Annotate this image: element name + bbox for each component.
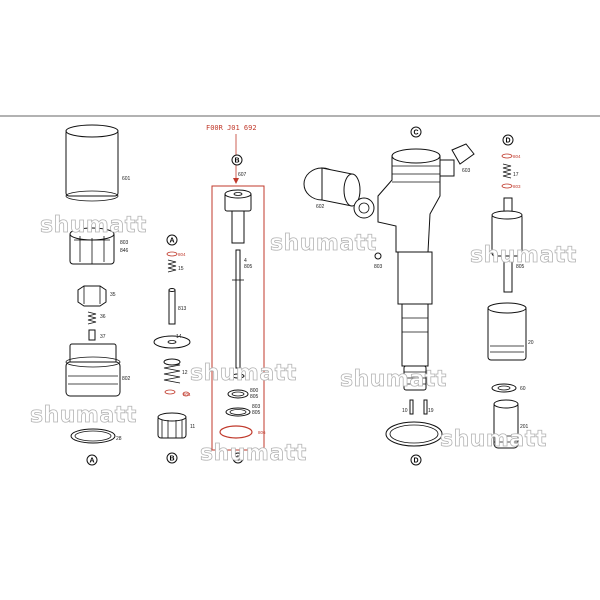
label-a-11: 11 <box>190 424 195 430</box>
marker-d-top: D <box>506 138 511 145</box>
label-846: 846 <box>120 248 129 254</box>
highlight-box <box>211 185 265 451</box>
label-19: 19 <box>428 408 434 414</box>
injector-body: C 603 602 803 10 19 <box>303 126 475 466</box>
marker-a-bottom: A <box>90 458 95 465</box>
label-d-805: 805 <box>516 264 525 270</box>
marker-b-bottom: B <box>170 456 175 463</box>
watermark-4: shumatt <box>190 361 297 386</box>
marker-b-top: B <box>235 158 240 165</box>
label-607: 607 <box>238 172 247 178</box>
label-806: 806 <box>258 430 266 435</box>
label-601: 601 <box>122 176 131 182</box>
watermark-6: shumatt <box>30 403 137 428</box>
label-805b: 805 <box>250 394 259 400</box>
label-4: 4 <box>244 258 247 264</box>
label-36: 36 <box>100 314 106 320</box>
label-803: 803 <box>120 240 129 246</box>
watermark-7: shumatt <box>440 427 547 452</box>
nozzle-assembly: D 804 17 803 805 20 60 201 <box>487 134 534 449</box>
label-37: 37 <box>100 334 106 340</box>
label-a-804b: 804 <box>183 392 191 397</box>
label-a-15: 15 <box>178 266 184 272</box>
label-803c: 803 <box>374 264 383 270</box>
label-803b: 803 <box>252 404 261 410</box>
watermark-8: shumatt <box>200 441 307 466</box>
label-a-12: 12 <box>182 370 188 376</box>
watermark-3: shumatt <box>470 243 577 268</box>
label-805c: 805 <box>252 410 261 416</box>
label-10: 10 <box>402 408 408 414</box>
label-a-813: 813 <box>178 306 187 312</box>
left-assembly: 601 803 846 35 36 37 802 28 A <box>65 124 131 466</box>
label-d-60: 60 <box>520 386 526 392</box>
marker-c-top: C <box>414 130 419 137</box>
label-d-201: 201 <box>520 424 529 430</box>
label-602: 602 <box>316 204 325 210</box>
label-805: 805 <box>244 264 253 270</box>
watermark-1: shumatt <box>40 213 147 238</box>
watermarks: shumatt shumatt shumatt shumatt shumatt … <box>30 213 577 467</box>
label-d-803: 803 <box>513 184 521 189</box>
watermark-2: shumatt <box>270 231 377 256</box>
marker-c-bottom: C <box>236 456 241 463</box>
label-800: 800 <box>250 388 259 394</box>
marker-d-bottom: D <box>414 458 419 465</box>
label-603: 603 <box>462 168 471 174</box>
label-28: 28 <box>116 436 122 442</box>
label-d-17: 17 <box>513 172 519 178</box>
label-a-804: 804 <box>178 252 186 257</box>
label-d-20: 20 <box>528 340 534 346</box>
marker-a-top: A <box>170 238 175 245</box>
part-number-annotation: F00R J01 692 <box>206 124 257 132</box>
valve-assembly: A 804 15 813 14 12 804 11 B <box>153 234 195 464</box>
watermark-5: shumatt <box>340 367 447 392</box>
highlighted-valve: F00R J01 692 B 607 4 805 800 805 803 805… <box>206 124 266 464</box>
label-a-14: 14 <box>176 334 182 340</box>
label-d-804: 804 <box>513 154 521 159</box>
label-802: 802 <box>122 376 131 382</box>
label-35: 35 <box>110 292 116 298</box>
